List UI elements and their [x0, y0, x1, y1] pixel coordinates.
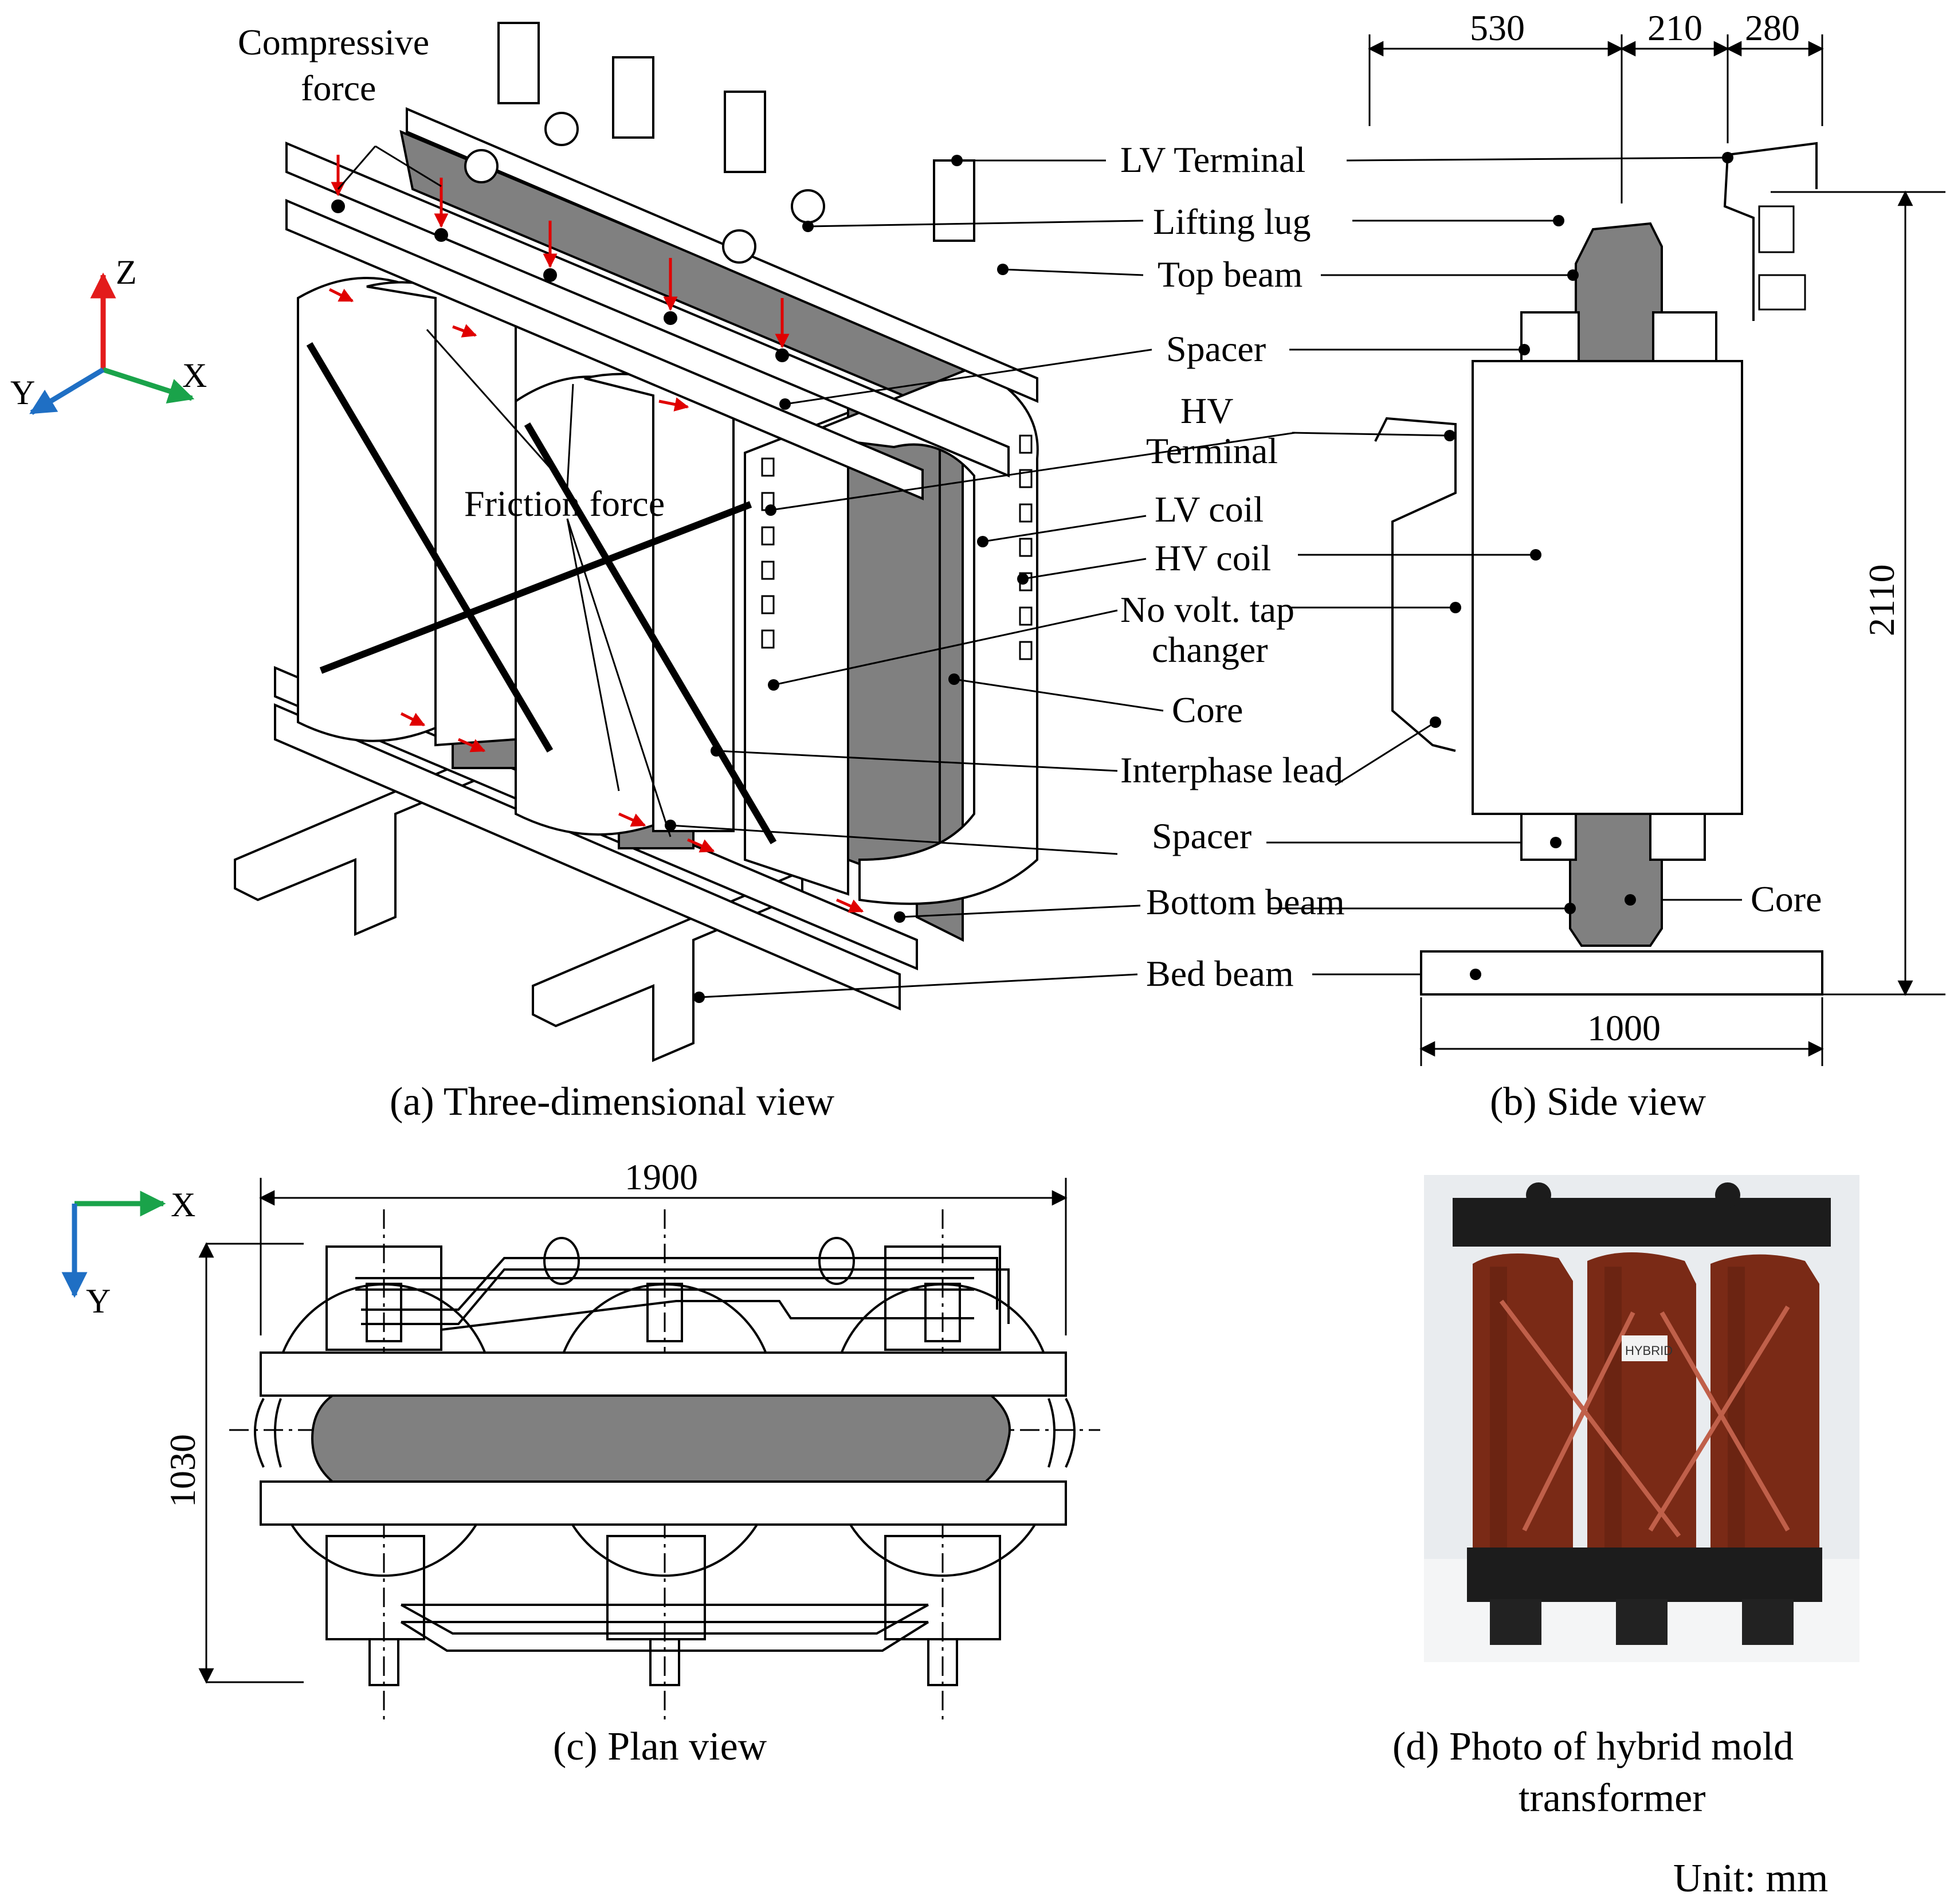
dim-1030: 1030: [162, 1434, 203, 1507]
side-leader-dots: [1430, 152, 1733, 980]
caption-panel-a: (a) Three-dimensional view: [390, 1080, 835, 1124]
axis-triad-3d: Z X Y: [10, 253, 207, 415]
label-top-beam: Top beam: [1158, 254, 1302, 295]
panel-c-plan-view: 1900 1030: [162, 1157, 1100, 1769]
plan-hv-bus: [325, 1535, 1001, 1686]
photo-badge-text: HYBRID: [1625, 1343, 1673, 1358]
side-core-top: [1575, 222, 1663, 362]
label-spacer-bottom: Spacer: [1152, 816, 1251, 856]
label-hv-terminal-2: Terminal: [1146, 430, 1278, 471]
panel-b-side-view: 530 210 280 2110 1000 Core (b) Side view: [1266, 7, 1945, 1124]
label-lifting-lug: Lifting lug: [1153, 201, 1311, 242]
friction-force-arrows: [328, 288, 864, 913]
plan-bottom-beam: [260, 1480, 1067, 1526]
panel-a-3d-view: Compressive force Friction force: [234, 22, 1345, 1124]
label-interphase-lead: Interphase lead: [1120, 750, 1343, 790]
photo-bottom-frame: [1467, 1548, 1822, 1602]
label-hv-coil: HV coil: [1155, 538, 1271, 578]
side-coil-body: [1472, 360, 1743, 815]
dim-530: 530: [1470, 7, 1525, 48]
label-lv-terminal: LV Terminal: [1120, 139, 1305, 180]
lifting-lugs-drawing: [464, 112, 825, 264]
label-hv-terminal: HV: [1180, 390, 1233, 431]
photo-leads: [1499, 1299, 1790, 1538]
plan-top-beam: [260, 1351, 1067, 1397]
axis-plan: X Y: [61, 1186, 195, 1320]
top-beam-drawing: [285, 107, 1038, 501]
y-axis-label: Y: [10, 374, 35, 412]
dim-210: 210: [1647, 7, 1702, 48]
label-compressive: Compressive: [238, 22, 429, 62]
label-tap-changer: No volt. tap: [1120, 589, 1294, 630]
label-spacer-top: Spacer: [1166, 328, 1266, 369]
label-bed-beam: Bed beam: [1146, 953, 1294, 994]
plan-y-label: Y: [86, 1282, 111, 1320]
photo-top-frame: [1453, 1198, 1831, 1247]
side-hv-lead: [1374, 417, 1457, 752]
y-axis-arrow: [29, 367, 105, 415]
panel-d-photo: HYBRID (d) Photo of hybrid mold transfor…: [1392, 1175, 1859, 1820]
caption-panel-d-2: transformer: [1519, 1776, 1706, 1820]
label-side-core: Core: [1751, 879, 1822, 919]
label-friction-force: Friction force: [464, 483, 665, 524]
bed-beam-drawing: [234, 703, 901, 1063]
plan-x-label: X: [171, 1186, 195, 1224]
force-pointer-lines: [337, 145, 672, 837]
z-axis-label: Z: [116, 253, 137, 291]
side-dimensions: [1368, 34, 1945, 1066]
interphase-lead-drawing: [306, 342, 777, 845]
label-bottom-beam: Bottom beam: [1146, 882, 1345, 922]
plan-dimensions: [198, 1178, 1068, 1684]
side-lv-terminal: [1723, 142, 1818, 321]
plan-lv-bus: [325, 1237, 1010, 1351]
lv-terminals-drawing: [497, 22, 975, 242]
coil-phase-2: [515, 373, 735, 836]
label-leaders-3d: [670, 159, 1296, 998]
photo-nameplate: [1622, 1335, 1668, 1361]
dim-1900: 1900: [625, 1157, 698, 1197]
side-bed-beam: [1420, 950, 1823, 996]
top-beam-bolts: [331, 199, 789, 362]
dim-1000: 1000: [1587, 1008, 1661, 1048]
coil-phase-3: [744, 365, 1039, 905]
dim-280: 280: [1745, 7, 1800, 48]
label-tap-changer-2: changer: [1152, 629, 1268, 670]
dim-2110: 2110: [1861, 564, 1902, 636]
x-axis-arrow: [102, 367, 195, 403]
side-core-bottom: [1569, 813, 1663, 947]
caption-panel-c: (c) Plan view: [553, 1725, 767, 1769]
label-lv-coil: LV coil: [1155, 489, 1264, 530]
caption-panel-b: (b) Side view: [1490, 1080, 1706, 1124]
label-compressive-force: force: [301, 68, 376, 108]
caption-panel-d: (d) Photo of hybrid mold: [1392, 1725, 1794, 1769]
label-core: Core: [1172, 689, 1243, 730]
photo-coils: [1473, 1252, 1819, 1559]
x-axis-label: X: [182, 356, 207, 394]
plan-core: [311, 1394, 1011, 1483]
unit-note: Unit: mm: [1673, 1856, 1828, 1901]
leader-dots-3d: [665, 155, 1029, 1003]
